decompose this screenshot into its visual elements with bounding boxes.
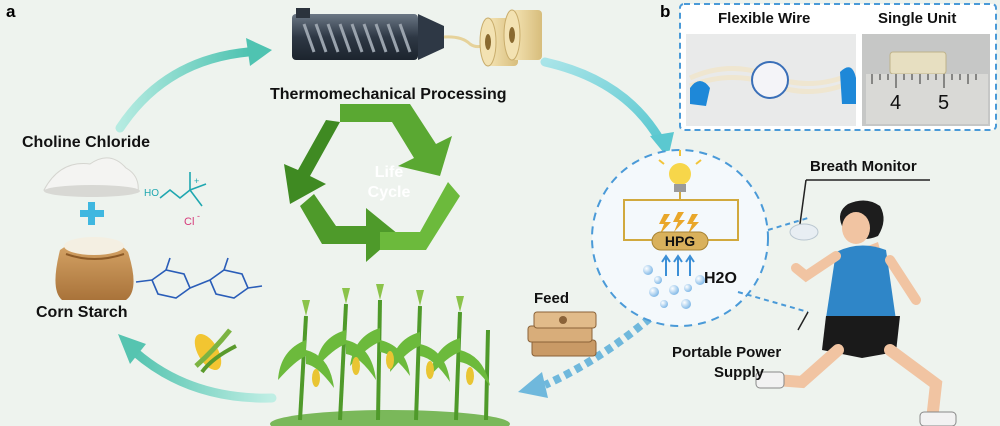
hpg-device-circle	[591, 149, 769, 327]
arrow-to-processing-head	[246, 38, 272, 66]
formula-n-charge: +	[194, 176, 200, 186]
extruder-machine	[292, 8, 493, 60]
formula-cl: Cl	[184, 216, 195, 228]
arrow-to-feed-head	[518, 372, 548, 398]
power-connector	[737, 291, 809, 313]
formula-oh: HO	[144, 188, 159, 199]
choline-powder	[43, 157, 140, 197]
runner-figure	[755, 200, 957, 426]
hpg-label: HPG	[664, 233, 696, 249]
arrow-to-processing	[115, 47, 253, 133]
cycle-line2: Cycle	[367, 184, 411, 201]
power-label-leader	[797, 311, 809, 331]
starch-structure	[135, 257, 263, 299]
power-supply-line1: Portable Power	[672, 344, 782, 361]
starch-sack	[55, 237, 134, 300]
photo-panel-b	[679, 3, 997, 131]
formula-cl-charge: -	[197, 211, 200, 221]
corn-field	[270, 284, 510, 426]
panel-label-b: b	[660, 2, 671, 21]
choline-structure	[159, 172, 207, 207]
breath-connector	[767, 217, 809, 231]
single-unit-label: Single Unit	[878, 10, 957, 27]
arrow-to-starch-head	[118, 334, 146, 364]
ruler-tick-4: 4	[890, 92, 902, 114]
feed-label: Feed	[534, 290, 570, 307]
breath-puff	[789, 223, 819, 241]
corn-cob-icon	[194, 328, 237, 374]
recycle-icon	[284, 104, 460, 262]
filament-rolls	[479, 9, 542, 67]
water-label: H2O	[704, 270, 737, 287]
arrow-to-device	[540, 57, 665, 145]
starch-label: Corn Starch	[36, 304, 128, 321]
processing-label: Thermomechanical Processing	[270, 86, 507, 103]
arrow-to-starch	[130, 347, 277, 403]
breath-label-leader	[799, 179, 807, 225]
cycle-line1: Life	[374, 164, 404, 181]
flexible-wire-label: Flexible Wire	[718, 10, 811, 27]
ruler-tick-5: 5	[938, 92, 950, 114]
arrow-to-feed	[543, 314, 653, 389]
plus-sign	[80, 202, 104, 225]
choline-label: Choline Chloride	[22, 134, 150, 151]
panel-label-a: a	[6, 2, 16, 21]
power-supply-line2: Supply	[714, 364, 765, 381]
feed-sacks	[527, 311, 597, 357]
breath-monitor-label: Breath Monitor	[810, 158, 917, 175]
